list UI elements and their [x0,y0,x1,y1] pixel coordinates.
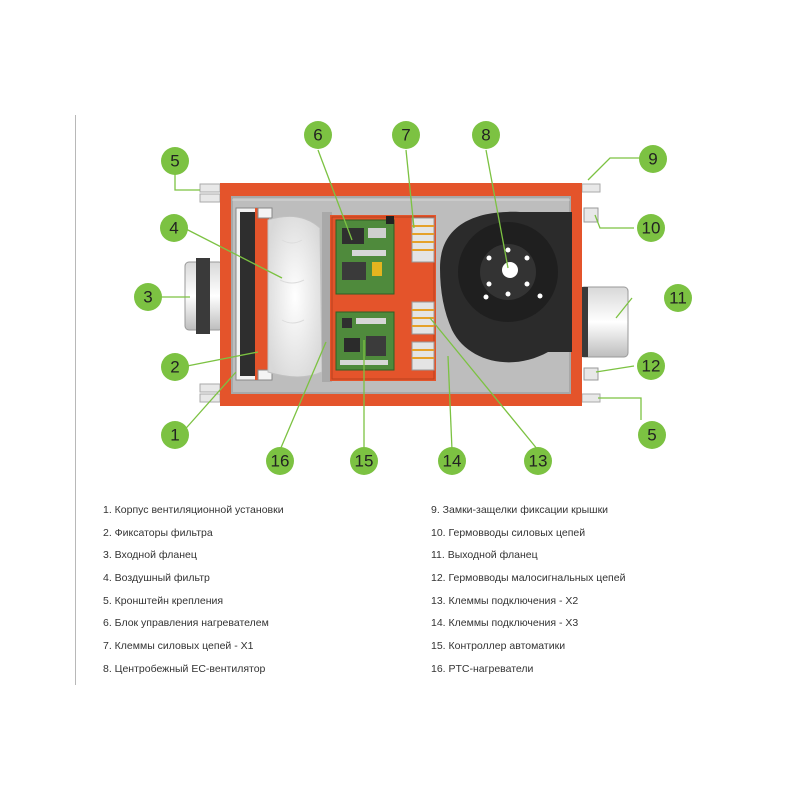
callout-number: 8 [481,126,490,145]
callout-5-bottom: 5 [638,421,666,449]
legend-right-column: 9. Замки-защелки фиксации крышки 10. Гер… [431,502,625,684]
callout-number: 3 [143,288,152,307]
legend-item: 11. Выходной фланец [431,549,538,562]
legend-item: 3. Входной фланец [103,549,197,562]
callout-12: 12 [637,352,665,380]
ventilation-unit-diagram: 1 2 3 4 5 5 6 7 8 9 10 11 [134,121,692,475]
callout-number: 11 [669,289,687,308]
callout-number: 13 [529,452,548,471]
callout-14: 14 [438,447,466,475]
callout-7: 7 [392,121,420,149]
legend-item: 15. Контроллер автоматики [431,640,566,653]
mounting-bracket-top-left [199,183,221,203]
callout-number: 4 [169,219,178,238]
legend-item: 8. Центробежный ЕС-вентилятор [103,662,266,675]
legend-item: 16. PTC-нагреватели [431,662,534,675]
callout-3: 3 [134,283,162,311]
power-cable-gland [583,207,599,223]
callout-4: 4 [160,214,188,242]
callout-number: 7 [401,126,410,145]
callout-number: 10 [642,219,661,238]
callout-number: 14 [443,452,462,471]
callout-number: 2 [170,358,179,377]
leader-lines [160,149,655,451]
callout-number: 5 [170,152,179,171]
legend-left-column: 1. Корпус вентиляционной установки 2. Фи… [103,502,284,684]
mounting-bracket-bottom-right [581,393,601,403]
callout-15: 15 [350,447,378,475]
callout-2: 2 [161,353,189,381]
callout-5-top: 5 [161,147,189,175]
outlet-flange [578,286,629,358]
callout-6: 6 [304,121,332,149]
callout-1: 1 [161,421,189,449]
centrifugal-ec-fan [440,211,572,363]
callout-8: 8 [472,121,500,149]
callout-10: 10 [637,214,665,242]
signal-cable-gland [583,367,599,381]
left-divider-line [75,115,76,685]
automation-controller-board [335,311,395,371]
legend-item: 1. Корпус вентиляционной установки [103,504,284,516]
legend-item: 14. Клеммы подключения - X3 [431,617,579,630]
air-filter [267,215,323,378]
callout-number: 6 [313,126,322,145]
legend-item: 2. Фиксаторы фильтра [103,526,213,539]
inlet-flange [184,258,224,334]
power-terminals-x1 [411,217,435,263]
filter-retainer-frame [235,207,273,381]
ptc-heater [322,212,332,382]
mounting-bracket-top-right [581,183,601,193]
heater-control-board [335,216,395,295]
legend-item: 10. Гермовводы силовых цепей [431,526,586,539]
legend-item: 7. Клеммы силовых цепей - X1 [103,640,254,653]
callout-number: 9 [648,150,657,169]
legend-item: 6. Блок управления нагревателем [103,617,269,630]
callout-number: 12 [642,357,661,376]
legend-item: 12. Гермовводы малосигнальных цепей [431,572,626,585]
callout-number: 15 [355,452,374,471]
legend-item: 5. Кронштейн крепления [103,594,224,607]
legend-item: 9. Замки-защелки фиксации крышки [431,504,609,516]
callout-9: 9 [639,145,667,173]
legend-item: 4. Воздушный фильтр [103,572,210,585]
callout-11: 11 [664,284,692,312]
callout-13: 13 [524,447,552,475]
legend-item: 13. Клеммы подключения - X2 [431,594,579,607]
callout-number: 5 [647,426,656,445]
connection-terminals-x3 [411,341,435,371]
callout-number: 16 [271,452,290,471]
callout-16: 16 [266,447,294,475]
callout-number: 1 [170,426,179,445]
